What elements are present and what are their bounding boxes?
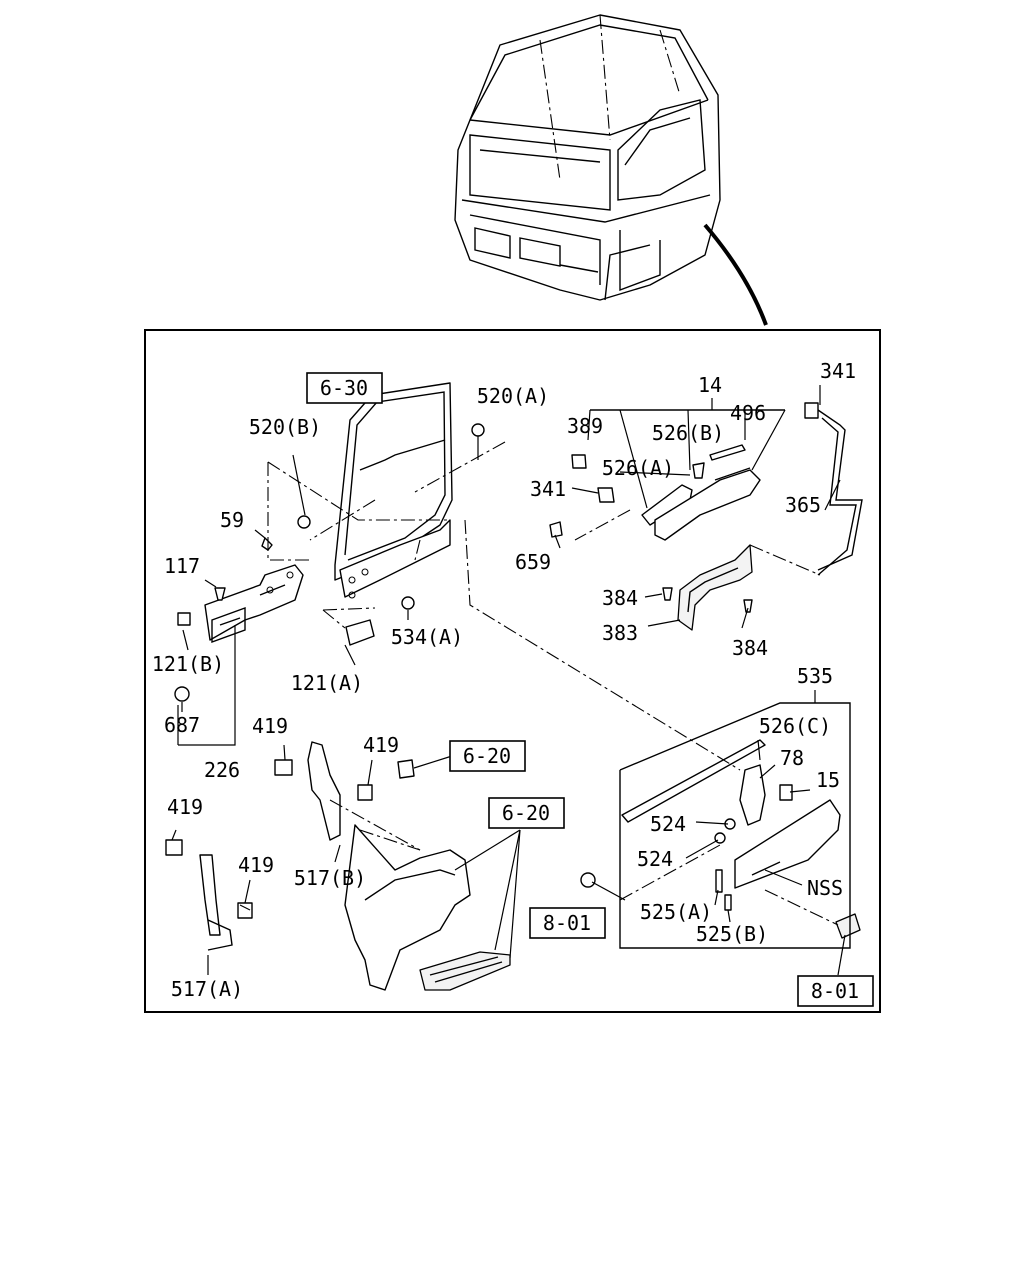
ref-6-30-text: 6-30: [320, 376, 368, 400]
ref-box-6-30[interactable]: 6-30: [306, 372, 383, 404]
label-384-right: 384: [732, 636, 768, 660]
label-59: 59: [220, 508, 244, 532]
ref-6-20-upper-text: 6-20: [463, 744, 511, 768]
label-524-lower: 524: [637, 847, 673, 871]
part-labels: 14 341 389 526(B) 496 526(A) 341 365 659…: [152, 359, 856, 1001]
leader-lines: [171, 385, 851, 976]
truck-cab-illustration: [454, 14, 768, 326]
label-226: 226: [204, 758, 240, 782]
label-517b: 517(B): [294, 866, 366, 890]
door-frame-drawing: [334, 382, 453, 599]
label-341-mid: 341: [530, 477, 566, 501]
label-526c: 526(C): [759, 714, 831, 738]
label-496: 496: [730, 401, 766, 425]
label-384-left: 384: [602, 586, 638, 610]
label-117: 117: [164, 554, 200, 578]
ref-8-01-left-text: 8-01: [543, 911, 591, 935]
label-659: 659: [515, 550, 551, 574]
label-419-d: 419: [238, 853, 274, 877]
label-14: 14: [698, 373, 722, 397]
label-526a: 526(A): [602, 456, 674, 480]
hinge-assembly-drawing: [204, 564, 304, 643]
label-121a: 121(A): [291, 671, 363, 695]
ref-box-6-20-upper[interactable]: 6-20: [449, 740, 526, 772]
ref-6-20-lower-text: 6-20: [502, 801, 550, 825]
label-535: 535: [797, 664, 833, 688]
label-419-b: 419: [363, 733, 399, 757]
label-520a: 520(A): [477, 384, 549, 408]
label-525a: 525(A): [640, 900, 712, 924]
ref-8-01-right-text: 8-01: [811, 979, 859, 1003]
step-bracket-drawing: [165, 741, 511, 991]
label-525b: 525(B): [696, 922, 768, 946]
label-365: 365: [785, 493, 821, 517]
label-78: 78: [780, 746, 804, 770]
label-15: 15: [816, 768, 840, 792]
side-panel-drawing: [580, 739, 861, 939]
label-419-a: 419: [252, 714, 288, 738]
label-389: 389: [567, 414, 603, 438]
ref-box-8-01-right[interactable]: 8-01: [797, 975, 874, 1007]
label-121b: 121(B): [152, 652, 224, 676]
label-520b: 520(B): [249, 415, 321, 439]
label-383: 383: [602, 621, 638, 645]
ref-box-8-01-left[interactable]: 8-01: [529, 907, 606, 939]
label-419-c: 419: [167, 795, 203, 819]
label-517a: 517(A): [171, 977, 243, 1001]
label-341-top: 341: [820, 359, 856, 383]
label-526b: 526(B): [652, 421, 724, 445]
label-687: 687: [164, 713, 200, 737]
label-524-upper: 524: [650, 812, 686, 836]
panel-group-14-drawing: [549, 402, 863, 631]
label-nss: NSS: [807, 876, 843, 900]
ref-box-6-20-lower[interactable]: 6-20: [488, 797, 565, 829]
label-534a: 534(A): [391, 625, 463, 649]
diagram-frame: [144, 329, 881, 1013]
fastener-icons: [174, 423, 485, 702]
